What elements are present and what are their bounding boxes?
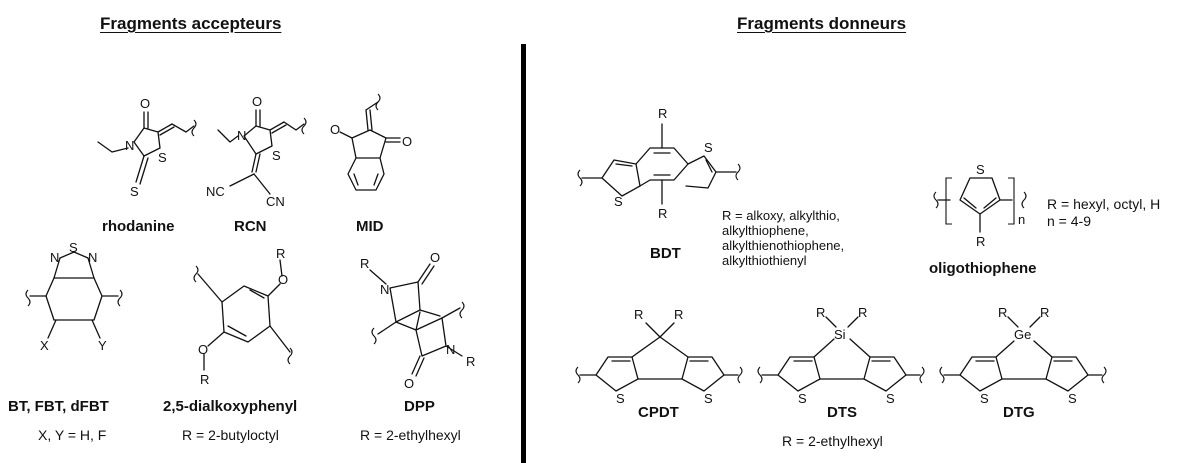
repeat-count-label: n	[1018, 212, 1025, 227]
acceptors-heading: Fragments accepteurs	[100, 14, 282, 33]
donors-footnote: R = 2-ethylhexyl	[782, 433, 883, 449]
sulfur-atom-label: S	[980, 391, 989, 406]
donors-heading: Fragments donneurs	[737, 14, 907, 33]
r-group-label: R	[200, 372, 209, 387]
germanium-atom-label: Ge	[1014, 327, 1031, 342]
cpdt-label: CPDT	[638, 404, 679, 421]
substituent-y-label: Y	[98, 338, 107, 353]
mid-label: MID	[356, 218, 384, 235]
bdt-label: BDT	[650, 245, 681, 262]
cyano-label: CN	[266, 194, 285, 209]
nitrogen-atom-label: N	[446, 342, 455, 357]
oxygen-atom-label: O	[330, 122, 340, 137]
oxygen-atom-label: O	[252, 94, 262, 109]
dpp-substituents: R = 2-ethylhexyl	[360, 427, 461, 443]
oligothiophene-label: oligothiophene	[929, 260, 1037, 277]
sulfur-atom-label: S	[158, 150, 167, 165]
r-group-label: R	[816, 305, 825, 320]
rhodanine-structure: O N S S	[90, 90, 200, 205]
bt-label: BT, FBT, dFBT	[8, 398, 109, 415]
r-group-label: R	[674, 307, 683, 322]
sulfur-atom-label: S	[886, 391, 895, 406]
nitrogen-atom-label: N	[88, 250, 97, 265]
oligothiophene-structure: S R n	[930, 136, 1040, 256]
sulfur-atom-label: S	[704, 140, 713, 155]
r-group-label: R	[658, 206, 667, 221]
dialkoxyphenyl-label: 2,5-dialkoxyphenyl	[163, 398, 298, 415]
r-group-label: R	[634, 307, 643, 322]
nitrogen-atom-label: N	[50, 250, 59, 265]
cpdt-structure: R R S S	[570, 305, 750, 415]
sulfur-atom-label: S	[614, 194, 623, 209]
mid-structure: O O	[320, 88, 432, 208]
dialkoxyphenyl-structure: R O O R	[184, 246, 304, 392]
nitrogen-atom-label: N	[125, 138, 134, 153]
r-group-label: R	[858, 305, 867, 320]
dtg-structure: Ge R R S S	[934, 305, 1114, 415]
sulfur-atom-label: S	[130, 184, 139, 199]
silicon-atom-label: Si	[834, 327, 846, 342]
oligothiophene-description: R = hexyl, octyl, H n = 4-9	[1047, 196, 1161, 229]
dts-label: DTS	[827, 404, 857, 421]
r-group-label: R	[1040, 305, 1049, 320]
sulfur-atom-label: S	[1068, 391, 1077, 406]
r-group-label: R	[976, 234, 985, 249]
bdt-description: R = alkoxy, alkylthio, alkylthiophene, a…	[722, 208, 845, 268]
dtg-label: DTG	[1003, 404, 1035, 421]
bt-structure: S N N X Y	[14, 240, 134, 368]
rhodanine-label: rhodanine	[102, 218, 175, 235]
dts-structure: Si R R S S	[752, 305, 932, 415]
r-group-label: R	[998, 305, 1007, 320]
rcn-label: RCN	[234, 218, 267, 235]
nitrogen-atom-label: N	[237, 128, 246, 143]
oxygen-atom-label: O	[140, 96, 150, 111]
substituent-x-label: X	[40, 338, 49, 353]
dialkoxyphenyl-substituents: R = 2-butyloctyl	[182, 427, 279, 443]
oxygen-atom-label: O	[402, 134, 412, 149]
rcn-structure: O N S NC CN	[200, 90, 312, 210]
oxygen-atom-label: O	[430, 250, 440, 265]
oxygen-atom-label: O	[278, 272, 288, 287]
r-group-label: R	[658, 106, 667, 121]
sulfur-atom-label: S	[616, 391, 625, 406]
dpp-label: DPP	[404, 398, 435, 415]
section-divider	[521, 44, 526, 463]
r-group-label: R	[466, 354, 475, 369]
oxygen-atom-label: O	[404, 376, 414, 391]
cyano-label: NC	[206, 184, 225, 199]
dpp-structure: R N O N R O	[358, 250, 488, 394]
sulfur-atom-label: S	[69, 240, 78, 255]
bdt-structure: R R S S	[570, 100, 760, 240]
r-group-label: R	[360, 256, 369, 271]
sulfur-atom-label: S	[976, 162, 985, 177]
sulfur-atom-label: S	[798, 391, 807, 406]
oxygen-atom-label: O	[198, 342, 208, 357]
bt-substituents: X, Y = H, F	[38, 427, 107, 443]
r-group-label: R	[276, 246, 285, 261]
nitrogen-atom-label: N	[380, 282, 389, 297]
sulfur-atom-label: S	[272, 148, 281, 163]
sulfur-atom-label: S	[704, 391, 713, 406]
